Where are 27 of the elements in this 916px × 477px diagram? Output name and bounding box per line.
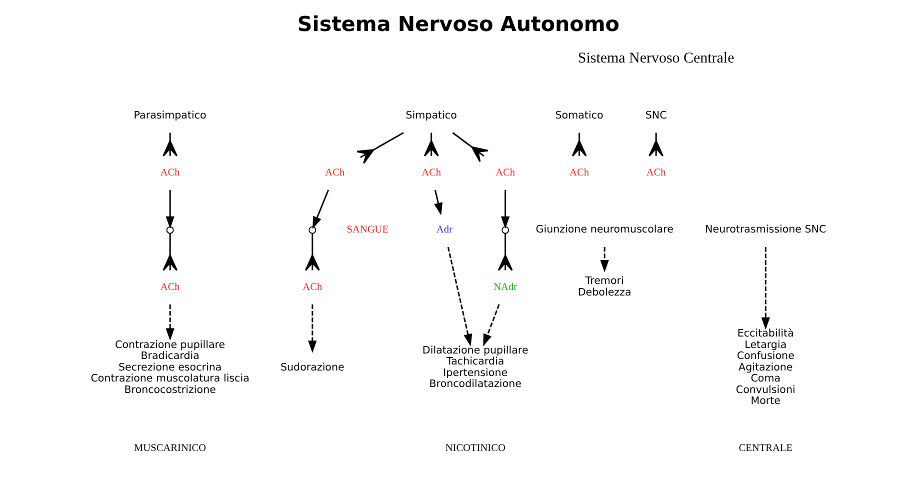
node-text: ACh <box>495 168 515 179</box>
node-text: ACh <box>160 282 180 293</box>
node-text: Adr <box>436 224 452 236</box>
label: MUSCARINICO <box>134 442 206 454</box>
node-text: ACh <box>569 168 589 179</box>
node-text: Sudorazione <box>280 361 344 374</box>
node-text: Tremori Debolezza <box>577 275 631 298</box>
node-text: ACh <box>160 168 180 179</box>
node-text: SNC <box>644 109 666 122</box>
node-text: Dilatazione pupillare Tachicardia Ipertensione Broncodilatazione <box>422 344 528 390</box>
node-text: ACh <box>324 168 344 179</box>
node-text: ACh <box>302 282 322 293</box>
node-text: Parasimpatico <box>133 109 206 122</box>
node-text: Somatico <box>554 109 603 122</box>
node-text: NAdr <box>493 282 517 293</box>
label: Sistema Nervoso Centrale <box>577 50 734 66</box>
diagram-title: Sistema Nervoso Autonomo <box>296 12 619 36</box>
label: SANGUE <box>346 224 388 236</box>
label: CENTRALE <box>738 442 792 454</box>
node-text: Contrazione pupillare Bradicardia Secrezione esocrina Contrazione muscolatura liscia Broncocostrizione <box>90 338 249 396</box>
node-text: Giunzione neuromuscolare <box>535 224 673 236</box>
node-text: ACh <box>646 168 666 179</box>
node-text: Eccitabilità Letargia Confusione Agitazione Coma Convulsioni Morte <box>735 328 795 408</box>
node-text: Neurotrasmissione SNC <box>704 224 826 236</box>
node-text: Simpatico <box>405 109 456 122</box>
node-text: ACh <box>421 168 441 179</box>
label: NICOTINICO <box>444 442 505 454</box>
